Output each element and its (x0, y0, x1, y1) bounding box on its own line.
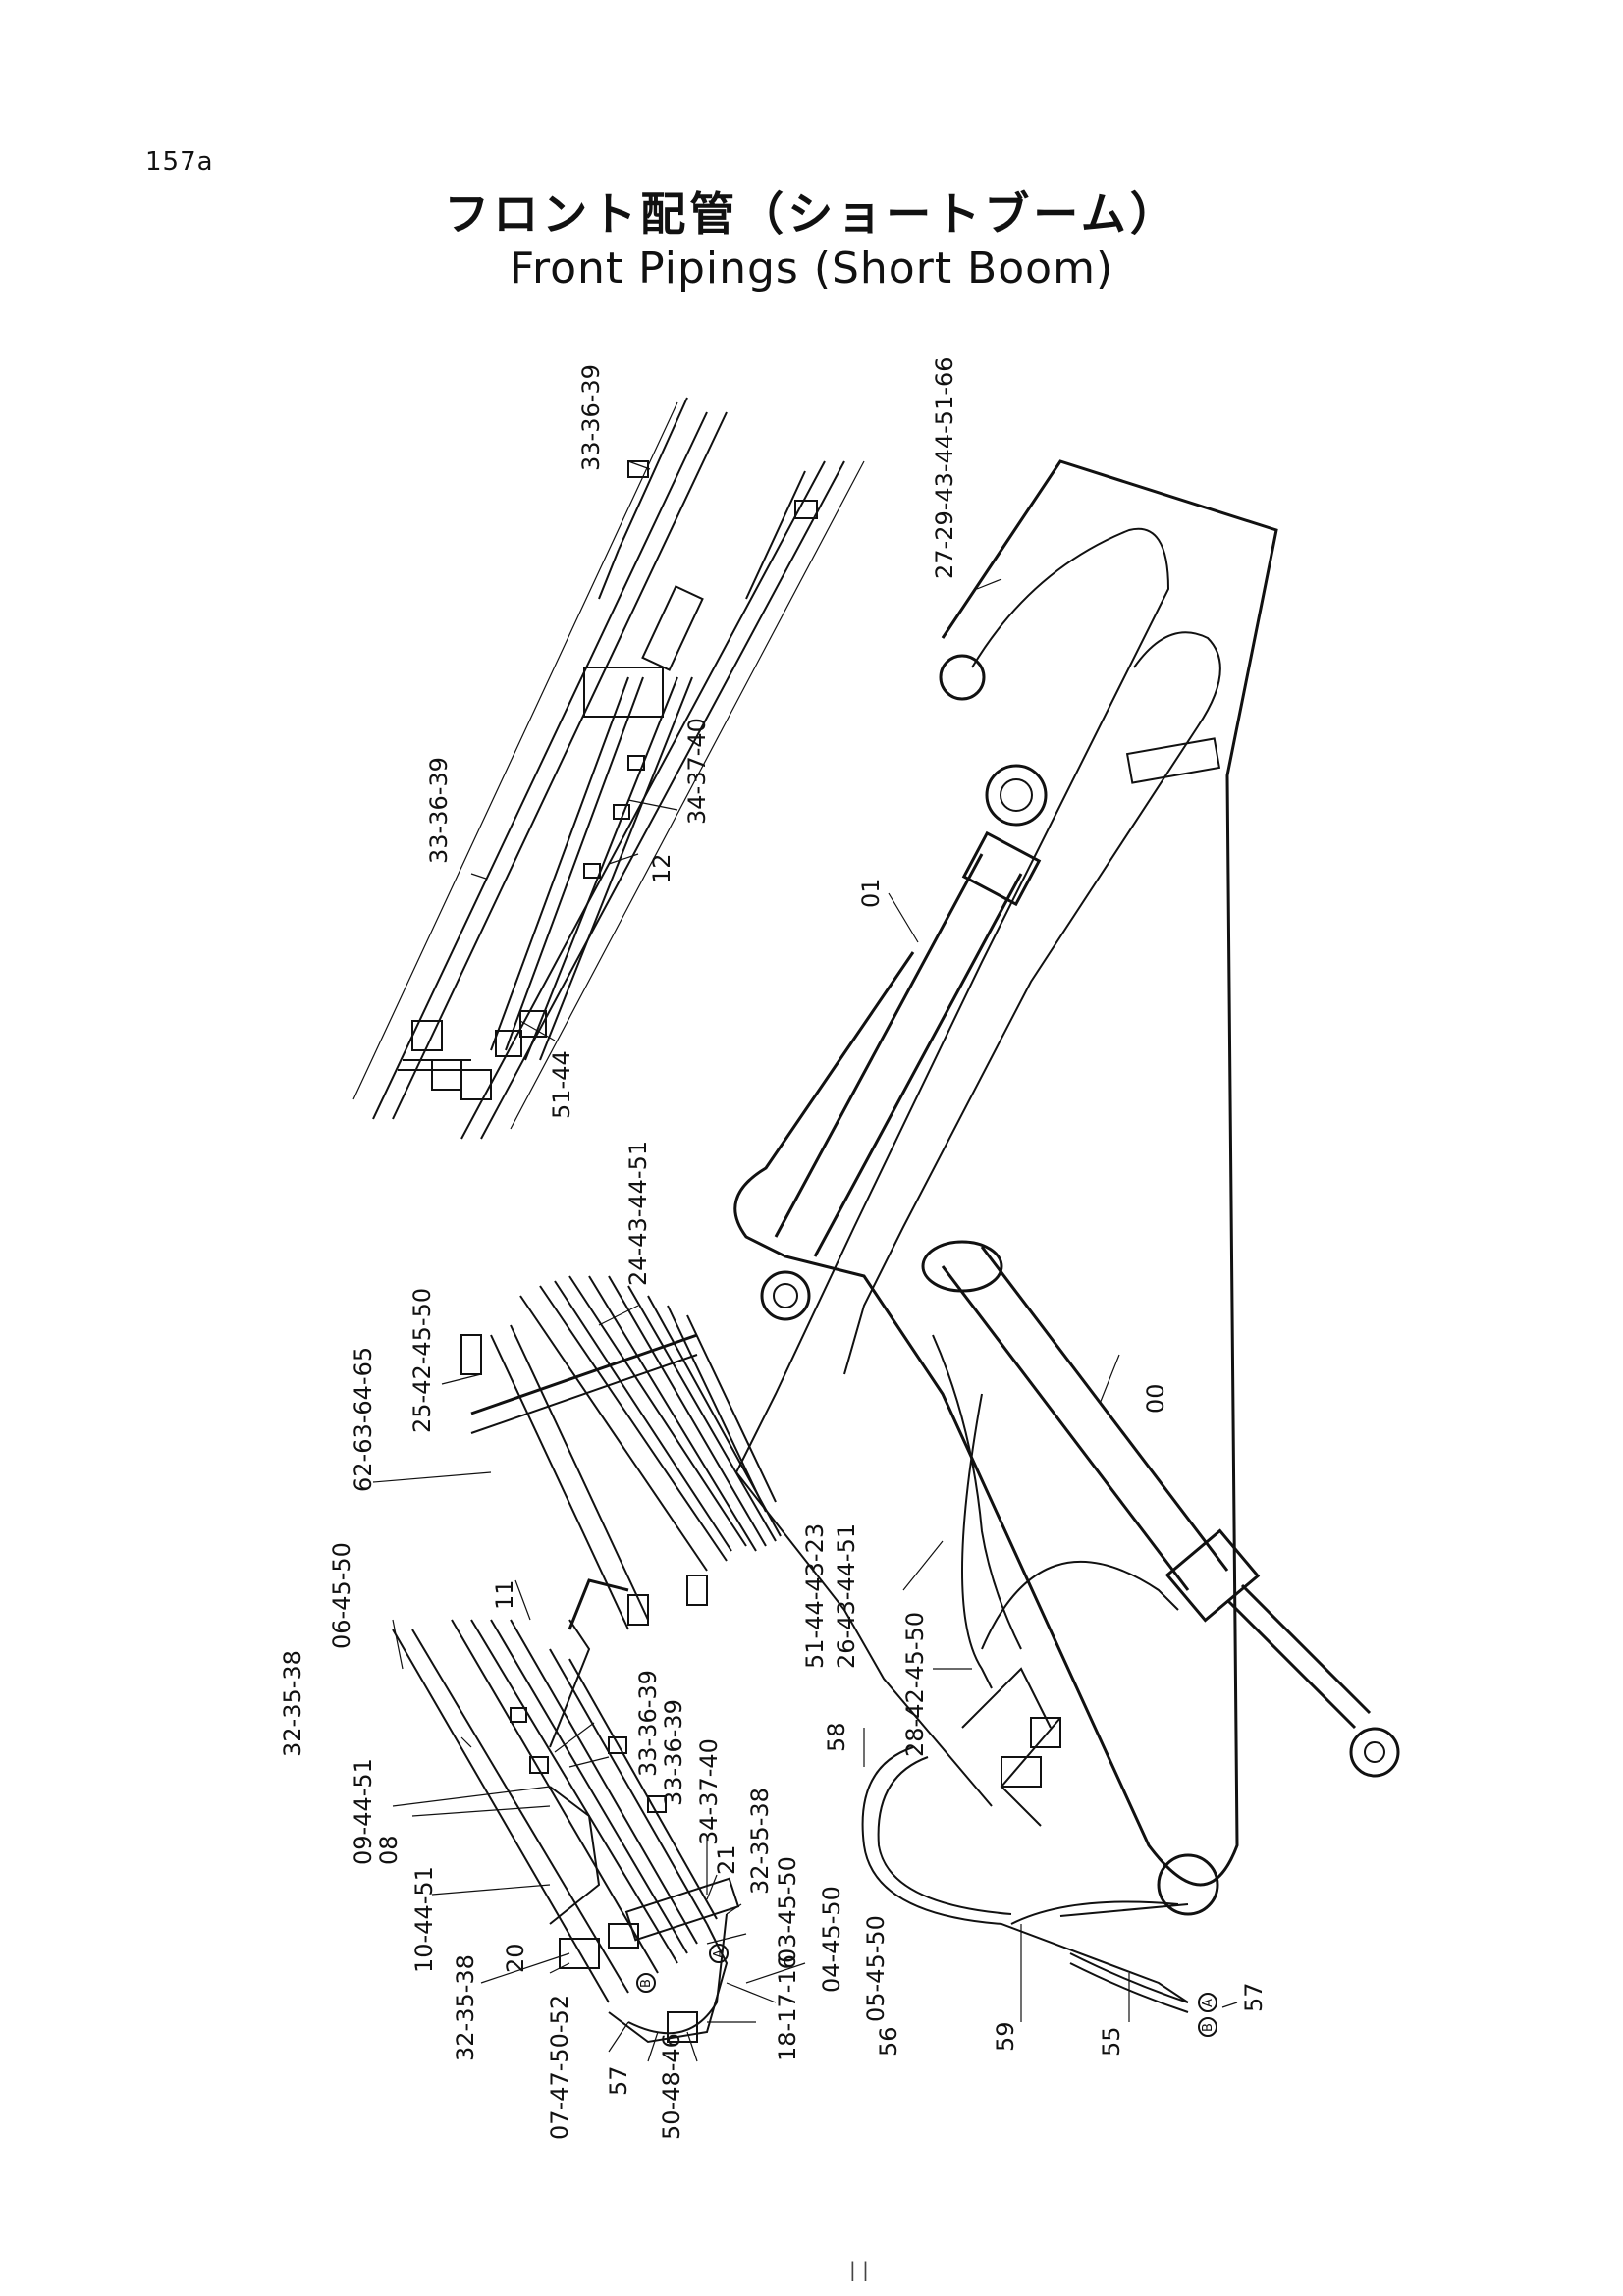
hose-bundle (460, 1275, 782, 1630)
marker-a-bucket: A (1201, 1999, 1216, 2007)
label-33-36-39-c: 33-36-39 (660, 1699, 687, 1806)
label-33-36-39-top: 33-36-39 (577, 364, 605, 471)
page-title-english: Front Pipings (Short Boom) (509, 243, 1114, 294)
label-51-44: 51-44 (548, 1050, 575, 1119)
label-33-36-39-b: 33-36-39 (634, 1670, 662, 1777)
label-24-43-44-51: 24-43-44-51 (624, 1141, 652, 1286)
label-57-b: 57 (605, 2065, 632, 2096)
part-labels: 33-36-39 27-29-43-44-51-66 33-36-39 34-3… (279, 356, 1268, 2140)
label-11: 11 (491, 1579, 518, 1610)
page-number: 157a (145, 147, 214, 177)
label-26-43-44-51: 26-43-44-51 (833, 1523, 860, 1669)
label-27-29-43-44-51-66: 27-29-43-44-51-66 (931, 356, 958, 579)
label-09-44-51: 09-44-51 (350, 1758, 377, 1865)
label-28-42-45-50: 28-42-45-50 (901, 1612, 929, 1757)
boom-cylinder-01 (774, 830, 1042, 1257)
boom-assembly (733, 459, 1400, 1916)
label-55: 55 (1098, 2026, 1125, 2056)
label-57-a: 57 (1240, 1982, 1268, 2012)
marker-a-valve: A (712, 1949, 727, 1958)
marker-b-bucket: B (1201, 2023, 1216, 2032)
label-12: 12 (648, 853, 676, 883)
label-32-35-38-c: 32-35-38 (452, 1954, 479, 2061)
label-32-35-38-b: 32-35-38 (746, 1788, 774, 1895)
label-03-45-50: 03-45-50 (774, 1856, 801, 1963)
label-00: 00 (1142, 1383, 1169, 1414)
marker-b-valve: B (639, 1979, 654, 1988)
label-08: 08 (375, 1835, 403, 1865)
page-title-japanese: フロント配管（ショートブーム） (444, 187, 1179, 240)
label-01: 01 (857, 878, 885, 908)
label-04-45-50: 04-45-50 (818, 1886, 845, 1993)
label-05-45-50: 05-45-50 (862, 1915, 890, 2022)
valve-piping-detail (392, 1578, 740, 2044)
label-32-35-38-a: 32-35-38 (279, 1650, 306, 1757)
connection-markers: A B A B (636, 1944, 1216, 2032)
label-25-42-45-50: 25-42-45-50 (408, 1288, 436, 1433)
label-18-17-16: 18-17-16 (774, 1954, 801, 2061)
arm-cylinder-00 (921, 1240, 1400, 1778)
label-59: 59 (992, 2021, 1019, 2052)
label-06-45-50: 06-45-50 (328, 1542, 355, 1649)
label-51-44-43-23: 51-44-43-23 (801, 1523, 829, 1669)
bucket-hose-assembly (861, 1746, 1217, 2037)
label-56: 56 (875, 2026, 902, 2056)
label-33-36-39-mid: 33-36-39 (425, 757, 453, 864)
label-21: 21 (713, 1844, 740, 1875)
label-34-37-40-b: 34-37-40 (695, 1738, 723, 1845)
label-34-37-40-top: 34-37-40 (683, 718, 711, 825)
upper-inset-boom-piping (352, 397, 865, 1140)
label-62-63-64-65: 62-63-64-65 (350, 1347, 377, 1492)
page-footer-mark: | | (849, 2258, 869, 2281)
label-20: 20 (502, 1943, 529, 1973)
label-50-48-46: 50-48-46 (658, 2033, 685, 2140)
label-58: 58 (823, 1722, 850, 1752)
leader-lines (372, 460, 1238, 2062)
label-10-44-51: 10-44-51 (410, 1866, 438, 1973)
label-07-47-50-52: 07-47-50-52 (546, 1995, 573, 2140)
